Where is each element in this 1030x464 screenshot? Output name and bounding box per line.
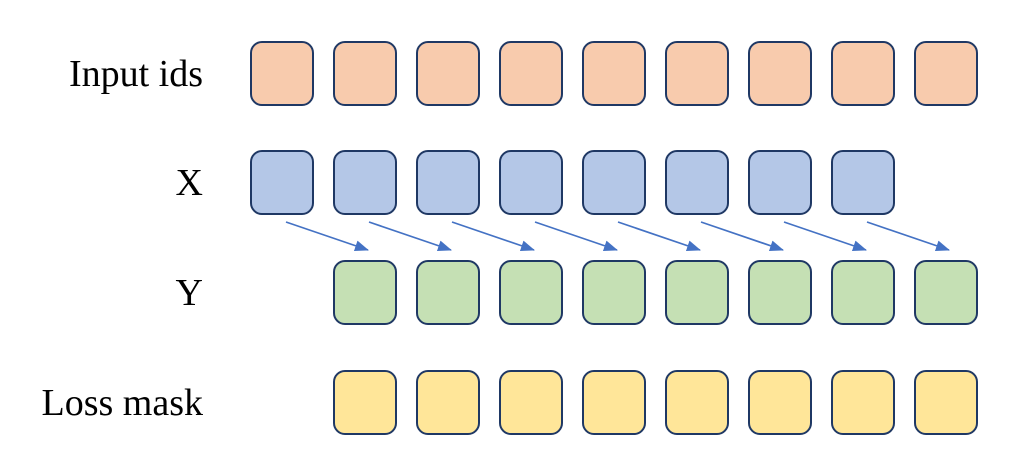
loss-mask-cell <box>333 370 397 435</box>
loss-mask-cell <box>748 370 812 435</box>
loss-mask-cell <box>582 370 646 435</box>
label-loss-mask: Loss mask <box>41 382 204 424</box>
x-cell <box>582 150 646 215</box>
input-ids-cell <box>582 41 646 106</box>
shift-arrow <box>783 221 867 252</box>
input-ids-cell <box>416 41 480 106</box>
loss-mask-cell <box>831 370 895 435</box>
label-y: Y <box>175 272 203 314</box>
input-ids-cell <box>914 41 978 106</box>
x-cell <box>831 150 895 215</box>
input-ids-cell <box>665 41 729 106</box>
input-ids-cell <box>499 41 563 106</box>
shift-arrow <box>534 221 618 252</box>
y-cell <box>499 260 563 325</box>
shift-arrow <box>866 221 950 252</box>
shift-arrow <box>285 221 369 252</box>
input-ids-cell <box>831 41 895 106</box>
loss-mask-cell <box>914 370 978 435</box>
y-cell <box>665 260 729 325</box>
input-ids-cell <box>333 41 397 106</box>
shift-arrow <box>368 221 452 252</box>
loss-mask-cell <box>416 370 480 435</box>
input-ids-cell <box>250 41 314 106</box>
y-cell <box>748 260 812 325</box>
label-input-ids: Input ids <box>68 53 203 95</box>
y-cell <box>831 260 895 325</box>
y-cell <box>333 260 397 325</box>
x-cell <box>748 150 812 215</box>
loss-mask-cell <box>499 370 563 435</box>
label-x: X <box>175 162 203 204</box>
y-cell <box>416 260 480 325</box>
x-cell <box>665 150 729 215</box>
x-cell <box>250 150 314 215</box>
shift-arrow <box>451 221 535 252</box>
shift-arrow <box>700 221 784 252</box>
y-cell <box>914 260 978 325</box>
input-ids-cell <box>748 41 812 106</box>
y-cell <box>582 260 646 325</box>
shift-arrow <box>617 221 701 252</box>
x-cell <box>499 150 563 215</box>
loss-mask-cell <box>665 370 729 435</box>
x-cell <box>416 150 480 215</box>
x-cell <box>333 150 397 215</box>
